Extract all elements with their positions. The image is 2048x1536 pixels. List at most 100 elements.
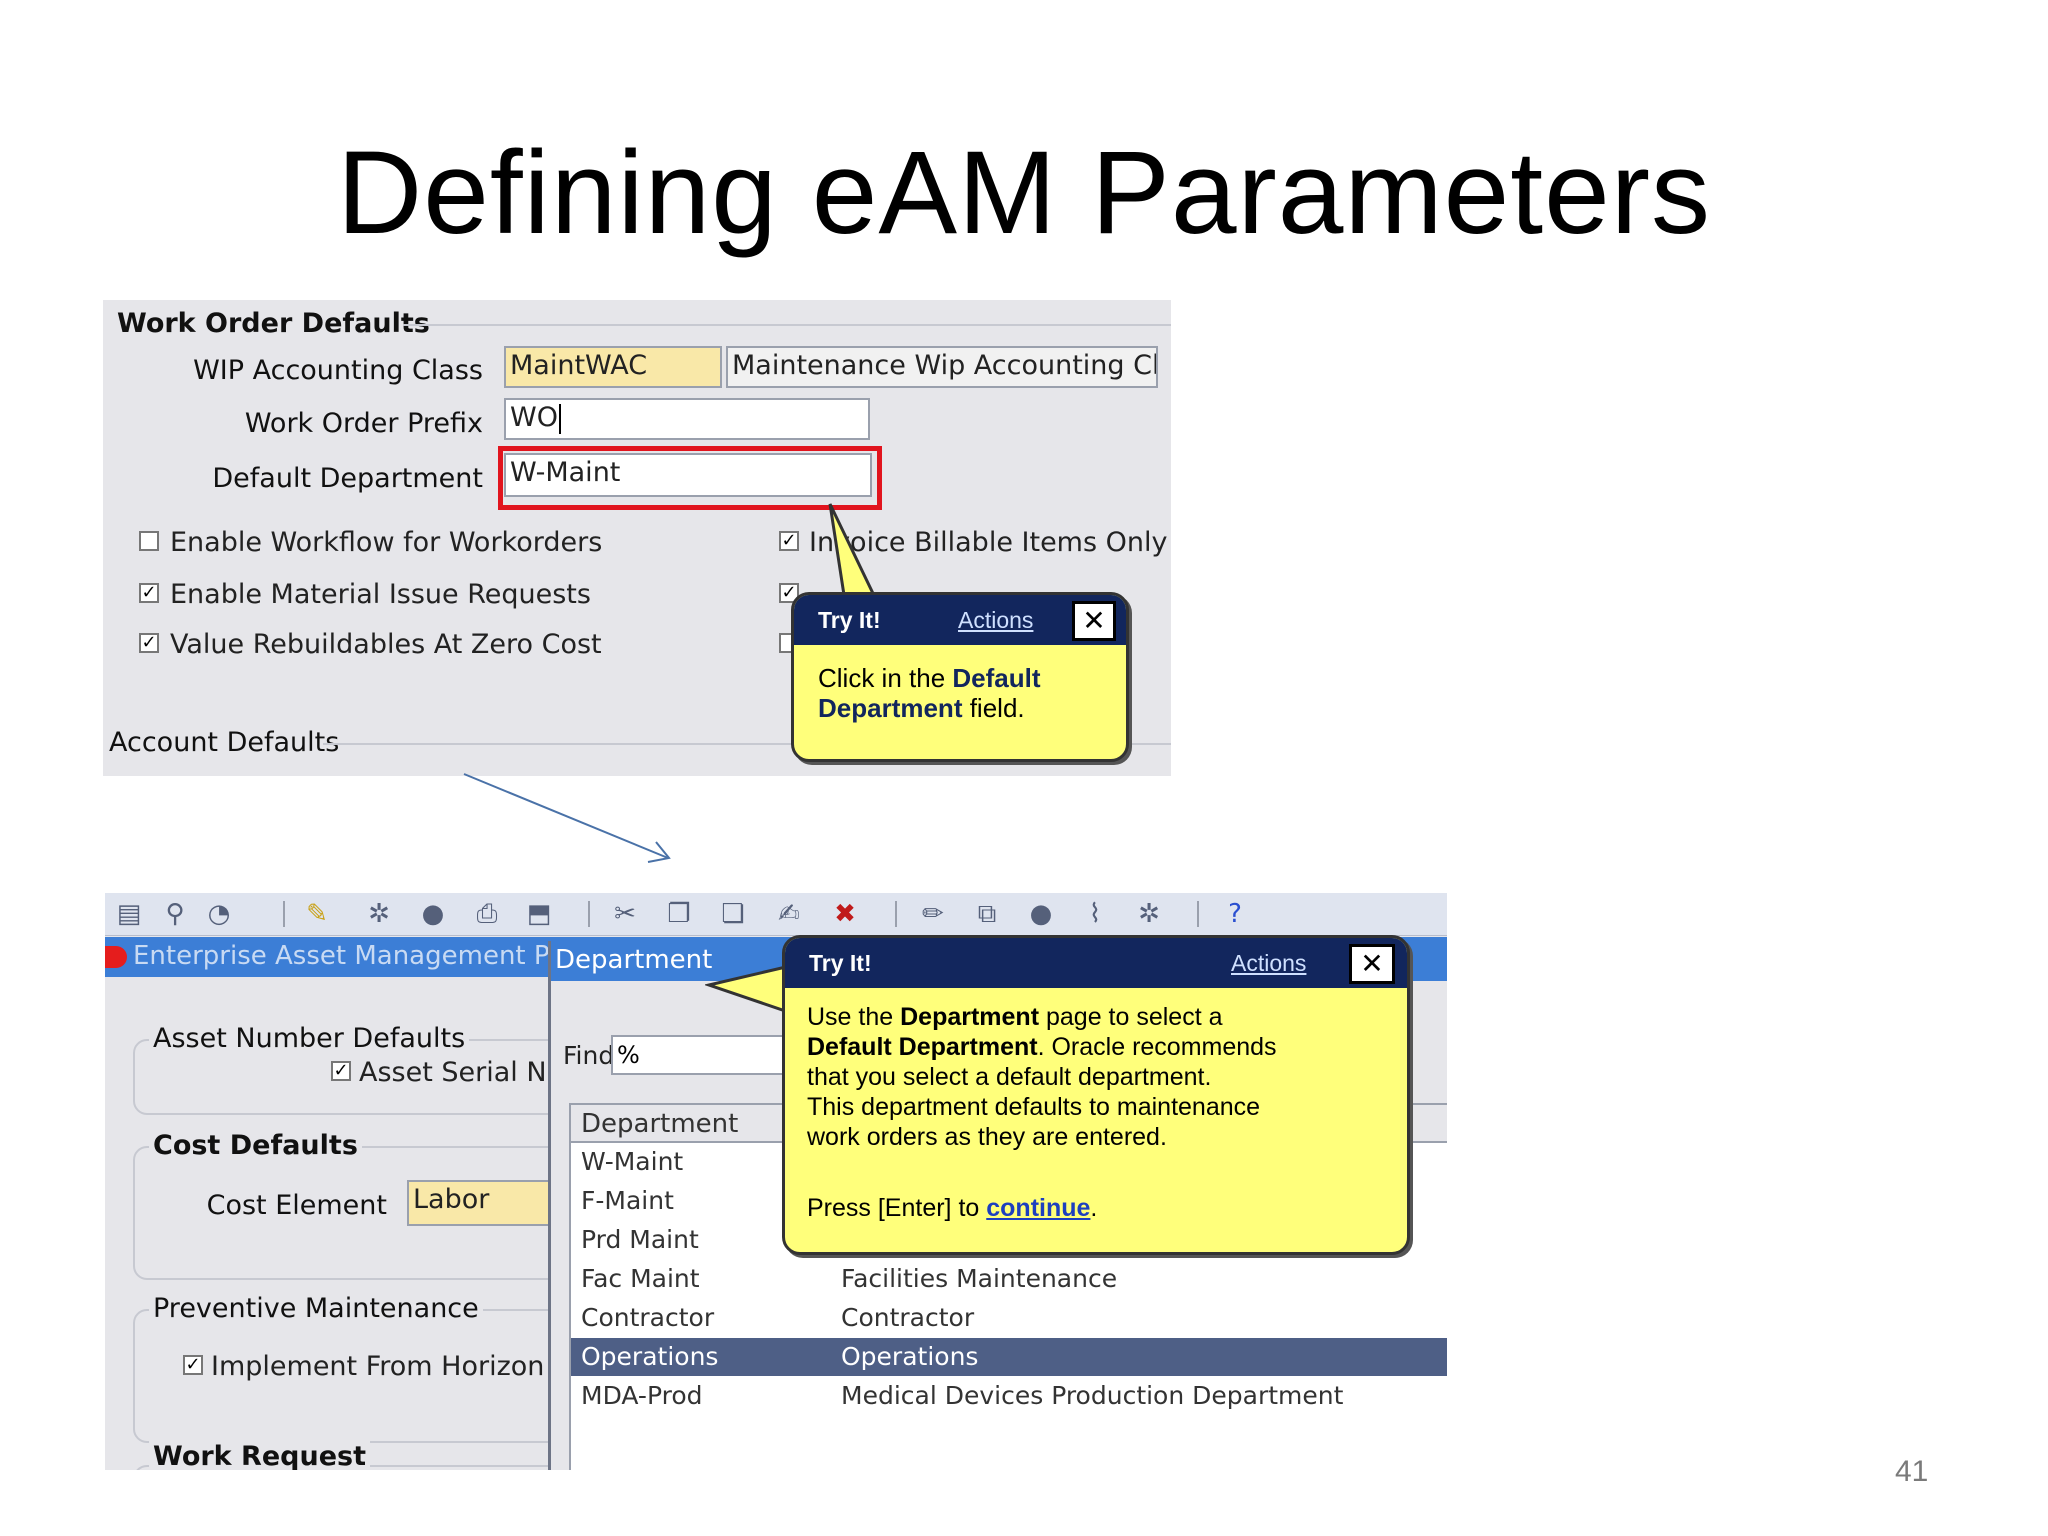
callout-line: Press [Enter] to continue. xyxy=(807,1193,1397,1223)
continue-link[interactable]: continue xyxy=(986,1194,1091,1222)
list-item[interactable]: W-Maint xyxy=(571,1143,1447,1181)
close-form-icon[interactable]: ⬒ xyxy=(526,899,552,929)
enable-material-issue-label: Enable Material Issue Requests xyxy=(170,579,591,610)
edit-field-icon[interactable]: ✏ xyxy=(922,899,944,929)
callout-text: Use the Department page to select a Defa… xyxy=(807,1002,1397,1223)
callout-text-bold: Department xyxy=(900,1003,1040,1031)
new-icon[interactable]: ▤ xyxy=(116,899,142,929)
zoom-icon[interactable]: ⧉ xyxy=(977,899,997,929)
enable-material-issue-checkbox[interactable]: ✓ xyxy=(139,583,159,603)
wip-accounting-class-label: WIP Accounting Class xyxy=(193,355,483,386)
list-item[interactable]: MDA-Prod Medical Devices Production Depar… xyxy=(571,1377,1447,1415)
try-it-label: Try It! xyxy=(818,607,881,633)
callout-text-part: Click in the xyxy=(818,663,953,693)
copy-icon[interactable]: ❐ xyxy=(667,899,691,929)
navigator-icon[interactable]: ◔ xyxy=(207,899,231,929)
section-divider xyxy=(323,743,1171,745)
actions-link[interactable]: Actions xyxy=(958,607,1034,633)
actions-link[interactable]: Actions xyxy=(1231,950,1307,976)
row-description: Facilities Maintenance xyxy=(841,1264,1118,1293)
row-code: W-Maint xyxy=(581,1147,684,1176)
work-order-prefix-value: WO xyxy=(510,402,558,433)
cost-defaults-heading: Cost Defaults xyxy=(149,1130,362,1161)
implement-horizon-checkbox[interactable]: ✓ xyxy=(183,1355,203,1375)
delete-record-icon[interactable]: ✖ xyxy=(834,899,856,929)
callout-line: work orders as they are entered. xyxy=(807,1123,1167,1151)
print-icon[interactable]: ⎙ xyxy=(476,899,498,929)
value-rebuildables-checkbox[interactable]: ✓ xyxy=(139,633,159,653)
list-item[interactable]: F-Maint xyxy=(571,1182,1447,1220)
eam-window-title: Enterprise Asset Management Para xyxy=(133,941,591,971)
toolbar-separator xyxy=(283,901,285,927)
find-icon[interactable]: ⚲ xyxy=(165,899,185,929)
text-caret xyxy=(558,403,561,434)
wip-accounting-class-description: Maintenance Wip Accounting Clas xyxy=(726,346,1158,388)
row-code: Operations xyxy=(581,1342,719,1371)
callout-text-part: field. xyxy=(962,693,1025,723)
attachments-icon[interactable]: ⌇ xyxy=(1088,899,1102,929)
enable-workflow-label: Enable Workflow for Workorders xyxy=(170,527,603,558)
clear-record-icon[interactable]: ✍ xyxy=(778,899,800,929)
section-work-order-defaults: Work Order Defaults xyxy=(117,308,430,339)
cut-icon[interactable]: ✂ xyxy=(614,899,636,929)
close-icon[interactable]: ✕ xyxy=(1349,944,1395,984)
callout-text-bold: Default Department xyxy=(807,1033,1038,1061)
implement-horizon-label: Implement From Horizon St xyxy=(211,1351,581,1382)
toolbar-separator xyxy=(1197,901,1199,927)
work-order-prefix-label: Work Order Prefix xyxy=(244,408,483,439)
wip-accounting-class-field[interactable]: MaintWAC xyxy=(504,346,722,388)
list-item[interactable]: Fac Maint Facilities Maintenance xyxy=(571,1260,1447,1298)
find-label: Find xyxy=(563,1041,615,1070)
row-code: Fac Maint xyxy=(581,1264,700,1293)
close-icon[interactable]: ✕ xyxy=(1072,601,1116,641)
next-step-icon[interactable]: ✲ xyxy=(368,899,390,929)
try-it-callout-2: Try It! Actions ✕ Use the Department pag… xyxy=(782,935,1410,1255)
asset-number-defaults-heading: Asset Number Defaults xyxy=(149,1023,470,1054)
row-description: Contractor xyxy=(841,1303,975,1332)
callout-header: Try It! Actions ✕ xyxy=(794,595,1126,645)
list-item-selected[interactable]: Operations Operations xyxy=(571,1338,1447,1376)
default-department-field[interactable]: W-Maint xyxy=(504,453,872,497)
paste-icon[interactable]: ❏ xyxy=(721,899,745,929)
department-lov-title: Department xyxy=(555,945,713,975)
callout-line: This department defaults to maintenance xyxy=(807,1093,1261,1121)
invoice-billable-label: Invoice Billable Items Only xyxy=(809,527,1168,558)
work-order-defaults-screenshot: Work Order Defaults WIP Accounting Class… xyxy=(103,300,1171,776)
preventive-maintenance-heading: Preventive Maintenance xyxy=(149,1293,483,1324)
try-it-label: Try It! xyxy=(809,950,872,976)
slide-title: Defining eAM Parameters xyxy=(336,127,1711,259)
translations-icon[interactable]: ● xyxy=(1029,899,1053,929)
callout-text-part: page to select a xyxy=(1039,1003,1223,1031)
department-lov-screenshot: ▤ ⚲ ◔ ✎ ✲ ● ⎙ ⬒ ✂ ❐ ❏ ✍ ✖ ✏ ⧉ ● ⌇ ✲ ? En… xyxy=(105,893,1447,1470)
callout-header: Try It! Actions ✕ xyxy=(785,938,1407,988)
callout-text-part: . xyxy=(1090,1194,1098,1222)
toolbar-separator xyxy=(895,901,897,927)
work-request-heading: Work Request xyxy=(149,1441,370,1470)
help-icon[interactable]: ? xyxy=(1228,899,1242,929)
transition-arrow xyxy=(463,773,671,863)
callout-text-part: Use the xyxy=(807,1003,901,1031)
department-column-header-label: Department xyxy=(581,1109,739,1139)
section-account-defaults: Account Defaults xyxy=(109,727,340,758)
row-description: Medical Devices Production Department xyxy=(841,1381,1344,1410)
folder-tools-icon[interactable]: ✲ xyxy=(1138,899,1160,929)
invoice-billable-checkbox[interactable]: ✓ xyxy=(779,531,799,551)
callout-line: that you select a default department. xyxy=(807,1063,1212,1091)
enable-workflow-checkbox[interactable] xyxy=(139,531,159,551)
callout-text-part: Press [Enter] to xyxy=(807,1194,987,1222)
value-rebuildables-label: Value Rebuildables At Zero Cost xyxy=(170,629,602,660)
callout-text-part: . Oracle recommends xyxy=(1037,1033,1277,1061)
asset-serial-checkbox[interactable]: ✓ xyxy=(331,1061,351,1081)
row-description: Operations xyxy=(841,1342,979,1371)
save-icon[interactable]: ✎ xyxy=(306,899,328,929)
list-item[interactable]: Prd Maint xyxy=(571,1221,1447,1259)
callout-line: Use the Department page to select a xyxy=(807,1002,1397,1032)
oracle-logo-icon xyxy=(105,946,127,968)
work-order-prefix-field[interactable]: WO xyxy=(504,398,870,440)
row-code: Prd Maint xyxy=(581,1225,699,1254)
switch-responsibility-icon[interactable]: ● xyxy=(421,899,445,929)
asset-serial-label: Asset Serial Nu xyxy=(359,1057,564,1088)
section-divider xyxy=(403,324,1171,326)
row-code: MDA-Prod xyxy=(581,1381,703,1410)
